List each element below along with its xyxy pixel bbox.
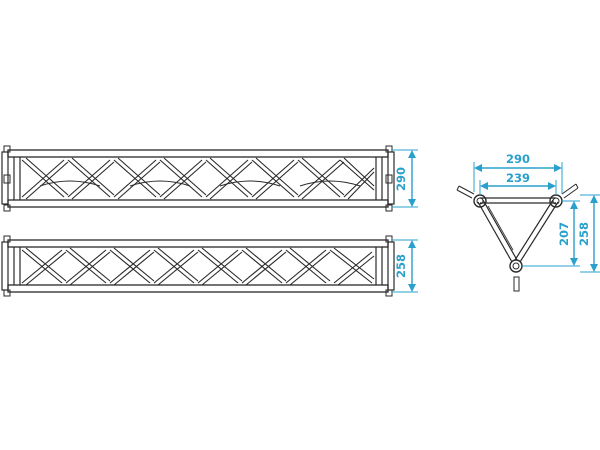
section-top-outer-dimension — [473, 162, 563, 194]
truss-top-view — [1, 235, 395, 297]
truss-cross-section — [456, 183, 579, 292]
section-top-inner-dimension — [479, 180, 557, 195]
section-height-outer-label: 258 — [577, 222, 591, 246]
top-view-upper-chord — [7, 239, 389, 248]
bottom-chord-tube — [509, 259, 523, 273]
side-view-middle-bracing — [39, 180, 361, 187]
top-view-diagonals — [21, 247, 375, 286]
side-view-bottom-chord — [7, 199, 389, 208]
section-top-outer-label: 290 — [506, 152, 530, 166]
section-height-inner-dimension — [522, 200, 580, 267]
side-view-top-chord — [7, 149, 389, 158]
section-height-inner-label: 207 — [557, 222, 571, 246]
top-view-height-label: 258 — [394, 254, 408, 278]
top-view-lower-chord — [7, 284, 389, 293]
truss-side-view — [1, 145, 395, 212]
side-view-left-end-plate — [1, 151, 9, 205]
side-view-diagonals — [21, 157, 375, 200]
top-view-height-dimension — [392, 239, 418, 293]
section-height-outer-dimension — [580, 194, 600, 273]
top-view-left-end-plate — [1, 241, 9, 291]
cross-section-spigots — [456, 183, 579, 292]
side-view-height-dimension — [392, 149, 418, 208]
side-view-connectors — [3, 145, 393, 212]
section-top-inner-label: 239 — [506, 171, 530, 185]
side-view-height-label: 290 — [394, 167, 408, 191]
top-view-connectors — [3, 235, 393, 297]
